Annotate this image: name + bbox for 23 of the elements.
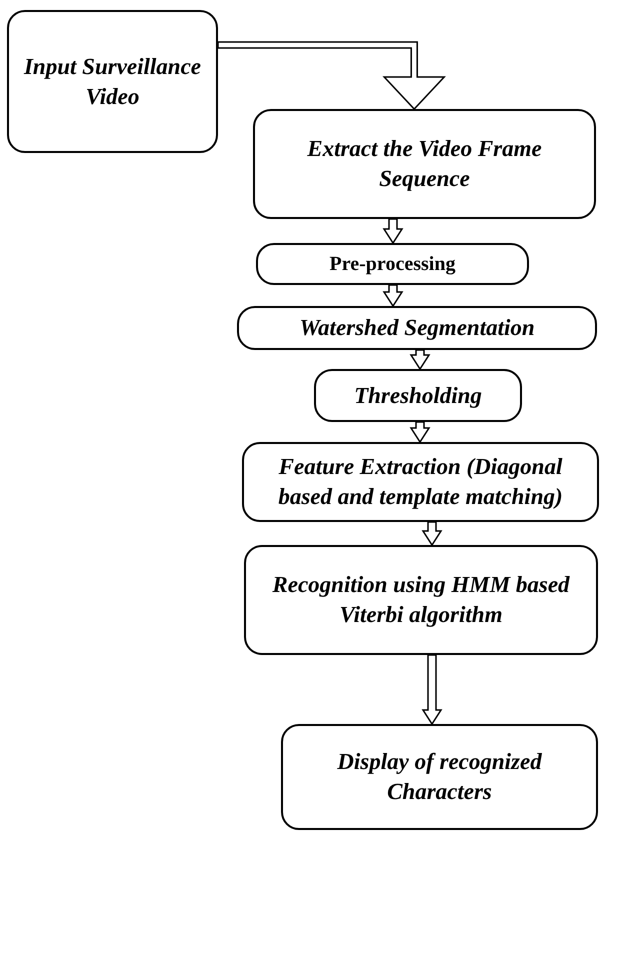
box-label: Thresholding [354, 382, 482, 410]
process-box [256, 243, 529, 285]
block-arrow [422, 521, 442, 546]
box-label: Pre-processing [330, 252, 456, 277]
process-box [253, 109, 596, 219]
block-arrow [410, 421, 430, 444]
block-arrow [382, 284, 404, 308]
box-label: Input Surveillance Video [22, 52, 202, 110]
process-box [7, 10, 218, 153]
process-box [244, 545, 598, 655]
process-box [237, 306, 597, 350]
box-label: Extract the Video Frame Sequence [306, 135, 543, 193]
block-arrow [422, 654, 442, 726]
block-arrow [217, 41, 446, 110]
block-arrow [382, 218, 404, 244]
process-box [242, 442, 599, 522]
box-label: Recognition using HMM based Viterbi algorithm [271, 571, 571, 629]
box-label: Feature Extraction (Diagonal based and template matching) [277, 453, 564, 511]
process-box [314, 369, 522, 422]
box-label: Watershed Segmentation [299, 314, 535, 342]
block-arrow [410, 349, 430, 370]
box-label: Display of recognized Characters [336, 748, 543, 806]
process-box [281, 724, 598, 830]
